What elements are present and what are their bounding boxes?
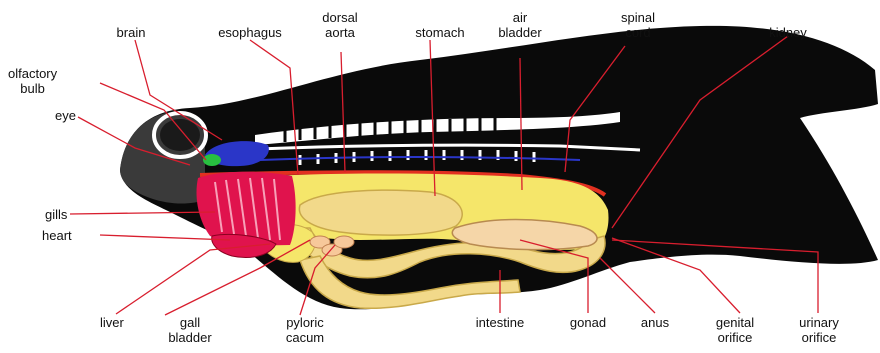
label-urinary-orifice-line2: orifice (784, 330, 854, 345)
label-air-bladder-line2: bladder (480, 25, 560, 40)
label-pyloric-cacum: pyloric cacum (270, 315, 340, 345)
label-pyloric-cacum-line2: cacum (270, 330, 340, 345)
label-genital-orifice-line1: genital (700, 315, 770, 330)
label-air-bladder-line1: air (480, 10, 560, 25)
label-gall-bladder-line2: bladder (160, 330, 220, 345)
label-genital-orifice-line2: orifice (700, 330, 770, 345)
fish-body (120, 26, 878, 309)
label-pyloric-cacum-line1: pyloric (270, 315, 340, 330)
label-brain: brain (106, 25, 156, 40)
label-anus: anus (628, 315, 682, 330)
label-esophagus: esophagus (200, 25, 300, 40)
stomach (299, 190, 462, 235)
label-dorsal-aorta-line1: dorsal (310, 10, 370, 25)
label-olfactory-bulb-line1: olfactory (8, 66, 57, 81)
label-intestine: intestine (455, 315, 545, 330)
label-kidney: kidney (752, 25, 824, 40)
label-dorsal-aorta: dorsal aorta (310, 10, 370, 40)
label-gonad: gonad (555, 315, 621, 330)
label-liver: liver (100, 315, 124, 330)
label-urinary-orifice-line1: urinary (784, 315, 854, 330)
label-spinal-cord-line1: spinal (608, 10, 668, 25)
label-gall-bladder-line1: gall (160, 315, 220, 330)
label-dorsal-aorta-line2: aorta (310, 25, 370, 40)
label-spinal-cord-line2: cord (608, 25, 668, 40)
label-urinary-orifice: urinary orifice (784, 315, 854, 345)
label-gills: gills (45, 207, 67, 222)
label-genital-orifice: genital orifice (700, 315, 770, 345)
label-olfactory-bulb: olfactory bulb (8, 66, 57, 96)
label-eye: eye (55, 108, 76, 123)
label-gall-bladder: gall bladder (160, 315, 220, 345)
label-olfactory-bulb-line2: bulb (8, 81, 57, 96)
label-heart: heart (42, 228, 72, 243)
label-spinal-cord: spinal cord (608, 10, 668, 40)
label-stomach: stomach (395, 25, 485, 40)
label-air-bladder: air bladder (480, 10, 560, 40)
